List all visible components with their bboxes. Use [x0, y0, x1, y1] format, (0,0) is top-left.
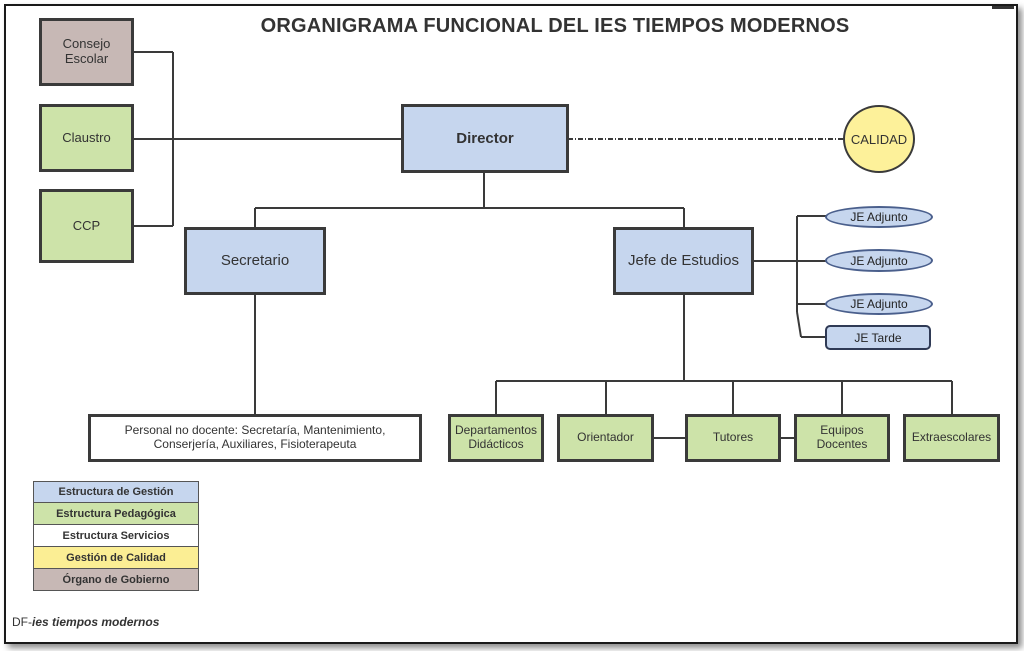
node-calidad: CALIDAD — [843, 105, 915, 173]
node-director: Director — [401, 104, 569, 173]
legend-item-gestion: Estructura de Gestión — [33, 481, 199, 503]
legend-item-gobierno: Órgano de Gobierno — [33, 569, 199, 591]
node-orientador: Orientador — [557, 414, 654, 462]
footer-name: ies tiempos modernos — [32, 615, 160, 629]
node-personal-no-docente: Personal no docente: Secretaría, Manteni… — [88, 414, 422, 462]
node-secretario: Secretario — [184, 227, 326, 295]
footer-prefix: DF- — [12, 615, 32, 629]
legend-item-pedagogica: Estructura Pedagógica — [33, 503, 199, 525]
node-je-tarde: JE Tarde — [825, 325, 931, 350]
node-extraescolares: Extraescolares — [903, 414, 1000, 462]
node-ccp: CCP — [39, 189, 134, 263]
node-je-adjunto-2: JE Adjunto — [825, 249, 933, 272]
node-departamentos-didacticos: Departamentos Didácticos — [448, 414, 544, 462]
corner-mark — [992, 6, 1014, 9]
node-claustro: Claustro — [39, 104, 134, 172]
node-equipos-docentes: Equipos Docentes — [794, 414, 890, 462]
node-jefe-estudios: Jefe de Estudios — [613, 227, 754, 295]
legend-item-servicios: Estructura Servicios — [33, 525, 199, 547]
footer-credit: DF-ies tiempos modernos — [12, 615, 159, 629]
node-je-adjunto-1: JE Adjunto — [825, 206, 933, 228]
node-consejo-escolar: Consejo Escolar — [39, 18, 134, 86]
diagram-title: ORGANIGRAMA FUNCIONAL DEL IES TIEMPOS MO… — [260, 15, 850, 37]
node-je-adjunto-3: JE Adjunto — [825, 293, 933, 315]
legend: Estructura de Gestión Estructura Pedagóg… — [33, 481, 199, 591]
legend-item-calidad: Gestión de Calidad — [33, 547, 199, 569]
node-tutores: Tutores — [685, 414, 781, 462]
